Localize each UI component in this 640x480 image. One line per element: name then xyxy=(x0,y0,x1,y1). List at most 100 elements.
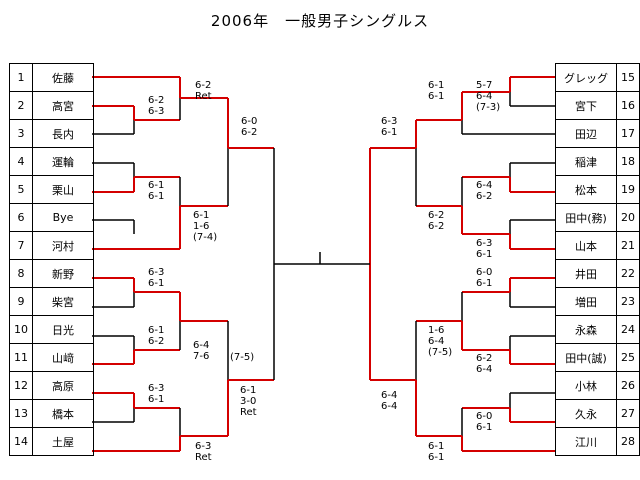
player-name: 稲津 xyxy=(555,147,617,176)
player-name: 宮下 xyxy=(555,91,617,120)
player-name: 新野 xyxy=(32,259,94,288)
player-name: 佐藤 xyxy=(32,63,94,92)
player-seed: 19 xyxy=(616,175,640,204)
player-name: 江川 xyxy=(555,427,617,456)
player-name: 河村 xyxy=(32,231,94,260)
player-seed: 4 xyxy=(9,147,33,176)
player-name: Bye xyxy=(32,203,94,232)
player-name: 田中(誠) xyxy=(555,343,617,372)
player-row: 田中(誠)25 xyxy=(555,343,640,372)
player-name: グレッグ xyxy=(555,63,617,92)
score-r-r1-20v21: 6-3 6-1 xyxy=(476,238,493,260)
player-seed: 28 xyxy=(616,427,640,456)
player-name: 日光 xyxy=(32,315,94,344)
player-seed: 15 xyxy=(616,63,640,92)
score-r-r1-22v23: 6-0 6-1 xyxy=(476,267,493,289)
player-name: 高原 xyxy=(32,371,94,400)
player-name: 井田 xyxy=(555,259,617,288)
player-name: 田中(務) xyxy=(555,203,617,232)
score-l-r2-6v7: 6-1 1-6 (7-4) xyxy=(193,210,218,243)
player-name: 高宮 xyxy=(32,91,94,120)
score-l-r3-b-tiebreak: (7-5) xyxy=(230,352,255,363)
score-r-r1-24v25: 6-2 6-4 xyxy=(476,353,493,375)
player-name: 松本 xyxy=(555,175,617,204)
score-l-r1-10v11: 6-1 6-2 xyxy=(148,325,165,347)
score-l-r2-bot: 6-3 Ret xyxy=(195,441,212,463)
player-name: 運輪 xyxy=(32,147,94,176)
player-seed: 25 xyxy=(616,343,640,372)
player-name: 柴宮 xyxy=(32,287,94,316)
player-seed: 14 xyxy=(9,427,33,456)
player-seed: 2 xyxy=(9,91,33,120)
player-seed: 7 xyxy=(9,231,33,260)
player-seed: 24 xyxy=(616,315,640,344)
player-name: 橋本 xyxy=(32,399,94,428)
player-seed: 8 xyxy=(9,259,33,288)
score-l-r3-a: 6-0 6-2 xyxy=(241,116,258,138)
score-l-r4: 6-1 3-0 Ret xyxy=(240,385,257,418)
score-r-r2-bot: 6-1 6-1 xyxy=(428,441,445,463)
score-r-r2-mid: 6-2 6-2 xyxy=(428,210,445,232)
player-name: 土屋 xyxy=(32,427,94,456)
player-seed: 10 xyxy=(9,315,33,344)
player-seed: 6 xyxy=(9,203,33,232)
score-l-r3-b: 6-4 7-6 xyxy=(193,340,210,362)
player-name: 増田 xyxy=(555,287,617,316)
player-seed: 16 xyxy=(616,91,640,120)
score-l-r1-12v13: 6-3 6-1 xyxy=(148,383,165,405)
score-l-r2-top: 6-2 Ret xyxy=(195,80,212,102)
player-name: 長内 xyxy=(32,119,94,148)
score-r-r1-15v16-detail: 5-7 6-4 (7-3) xyxy=(476,80,501,113)
player-seed: 12 xyxy=(9,371,33,400)
player-seed: 13 xyxy=(9,399,33,428)
player-seed: 23 xyxy=(616,287,640,316)
player-name: 山本 xyxy=(555,231,617,260)
player-seed: 1 xyxy=(9,63,33,92)
player-row: 田中(務)20 xyxy=(555,203,640,232)
player-seed: 11 xyxy=(9,343,33,372)
player-seed: 27 xyxy=(616,399,640,428)
player-seed: 9 xyxy=(9,287,33,316)
page-title: 2006年 一般男子シングルス xyxy=(210,12,430,30)
player-seed: 18 xyxy=(616,147,640,176)
player-name: 小林 xyxy=(555,371,617,400)
player-seed: 22 xyxy=(616,259,640,288)
player-seed: 21 xyxy=(616,231,640,260)
player-seed: 3 xyxy=(9,119,33,148)
score-r-r2-low: 1-6 6-4 (7-5) xyxy=(428,325,453,358)
score-r-r4: 6-4 6-4 xyxy=(381,390,398,412)
player-name: 久永 xyxy=(555,399,617,428)
score-l-r1-2v3: 6-2 6-3 xyxy=(148,95,165,117)
player-seed: 5 xyxy=(9,175,33,204)
player-seed: 26 xyxy=(616,371,640,400)
player-name: 山﨑 xyxy=(32,343,94,372)
